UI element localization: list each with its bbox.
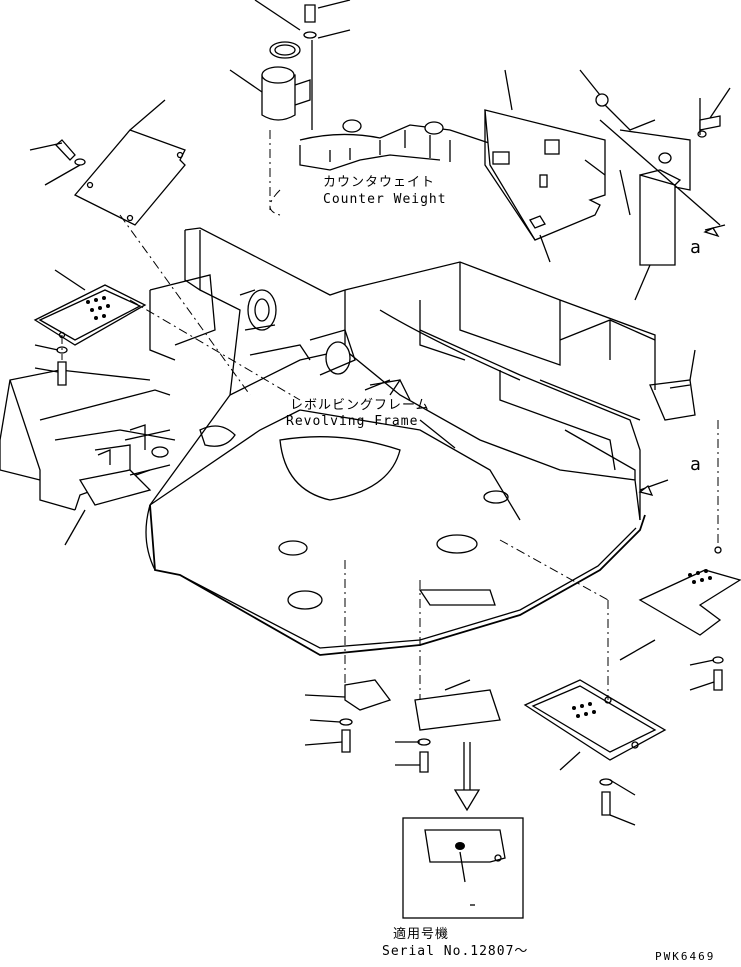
left-lower-parts: [64, 424, 171, 546]
left-mid-cover: [33, 269, 301, 401]
bottom-covers: [304, 539, 667, 826]
detail-inset: [402, 817, 524, 919]
frame-label-jp: レボルビングフレーム: [290, 398, 430, 413]
frame-label-en: Revolving Frame: [286, 414, 419, 429]
serial-label-jp: 適用号機: [393, 927, 450, 942]
view-a-label-mid: a: [690, 454, 702, 475]
counterweight-label-jp: カウンタウェイト: [323, 175, 436, 190]
revolving-frame: [0, 227, 656, 656]
right-step-cover: [619, 349, 741, 691]
top-clamp-parts: [229, 0, 351, 130]
view-a-label-top: a: [690, 237, 702, 258]
drawing-code: PWK6469: [655, 950, 716, 963]
upper-left-cover: [29, 99, 251, 396]
down-arrow-icon: [453, 742, 481, 812]
right-bracket-cover: [484, 69, 731, 301]
serial-label-en: Serial No.12807～: [382, 944, 529, 959]
counterweight-label-en: Counter Weight: [323, 192, 447, 207]
counterweight-assembly: [269, 119, 511, 216]
view-arrow-icon: [638, 224, 726, 496]
